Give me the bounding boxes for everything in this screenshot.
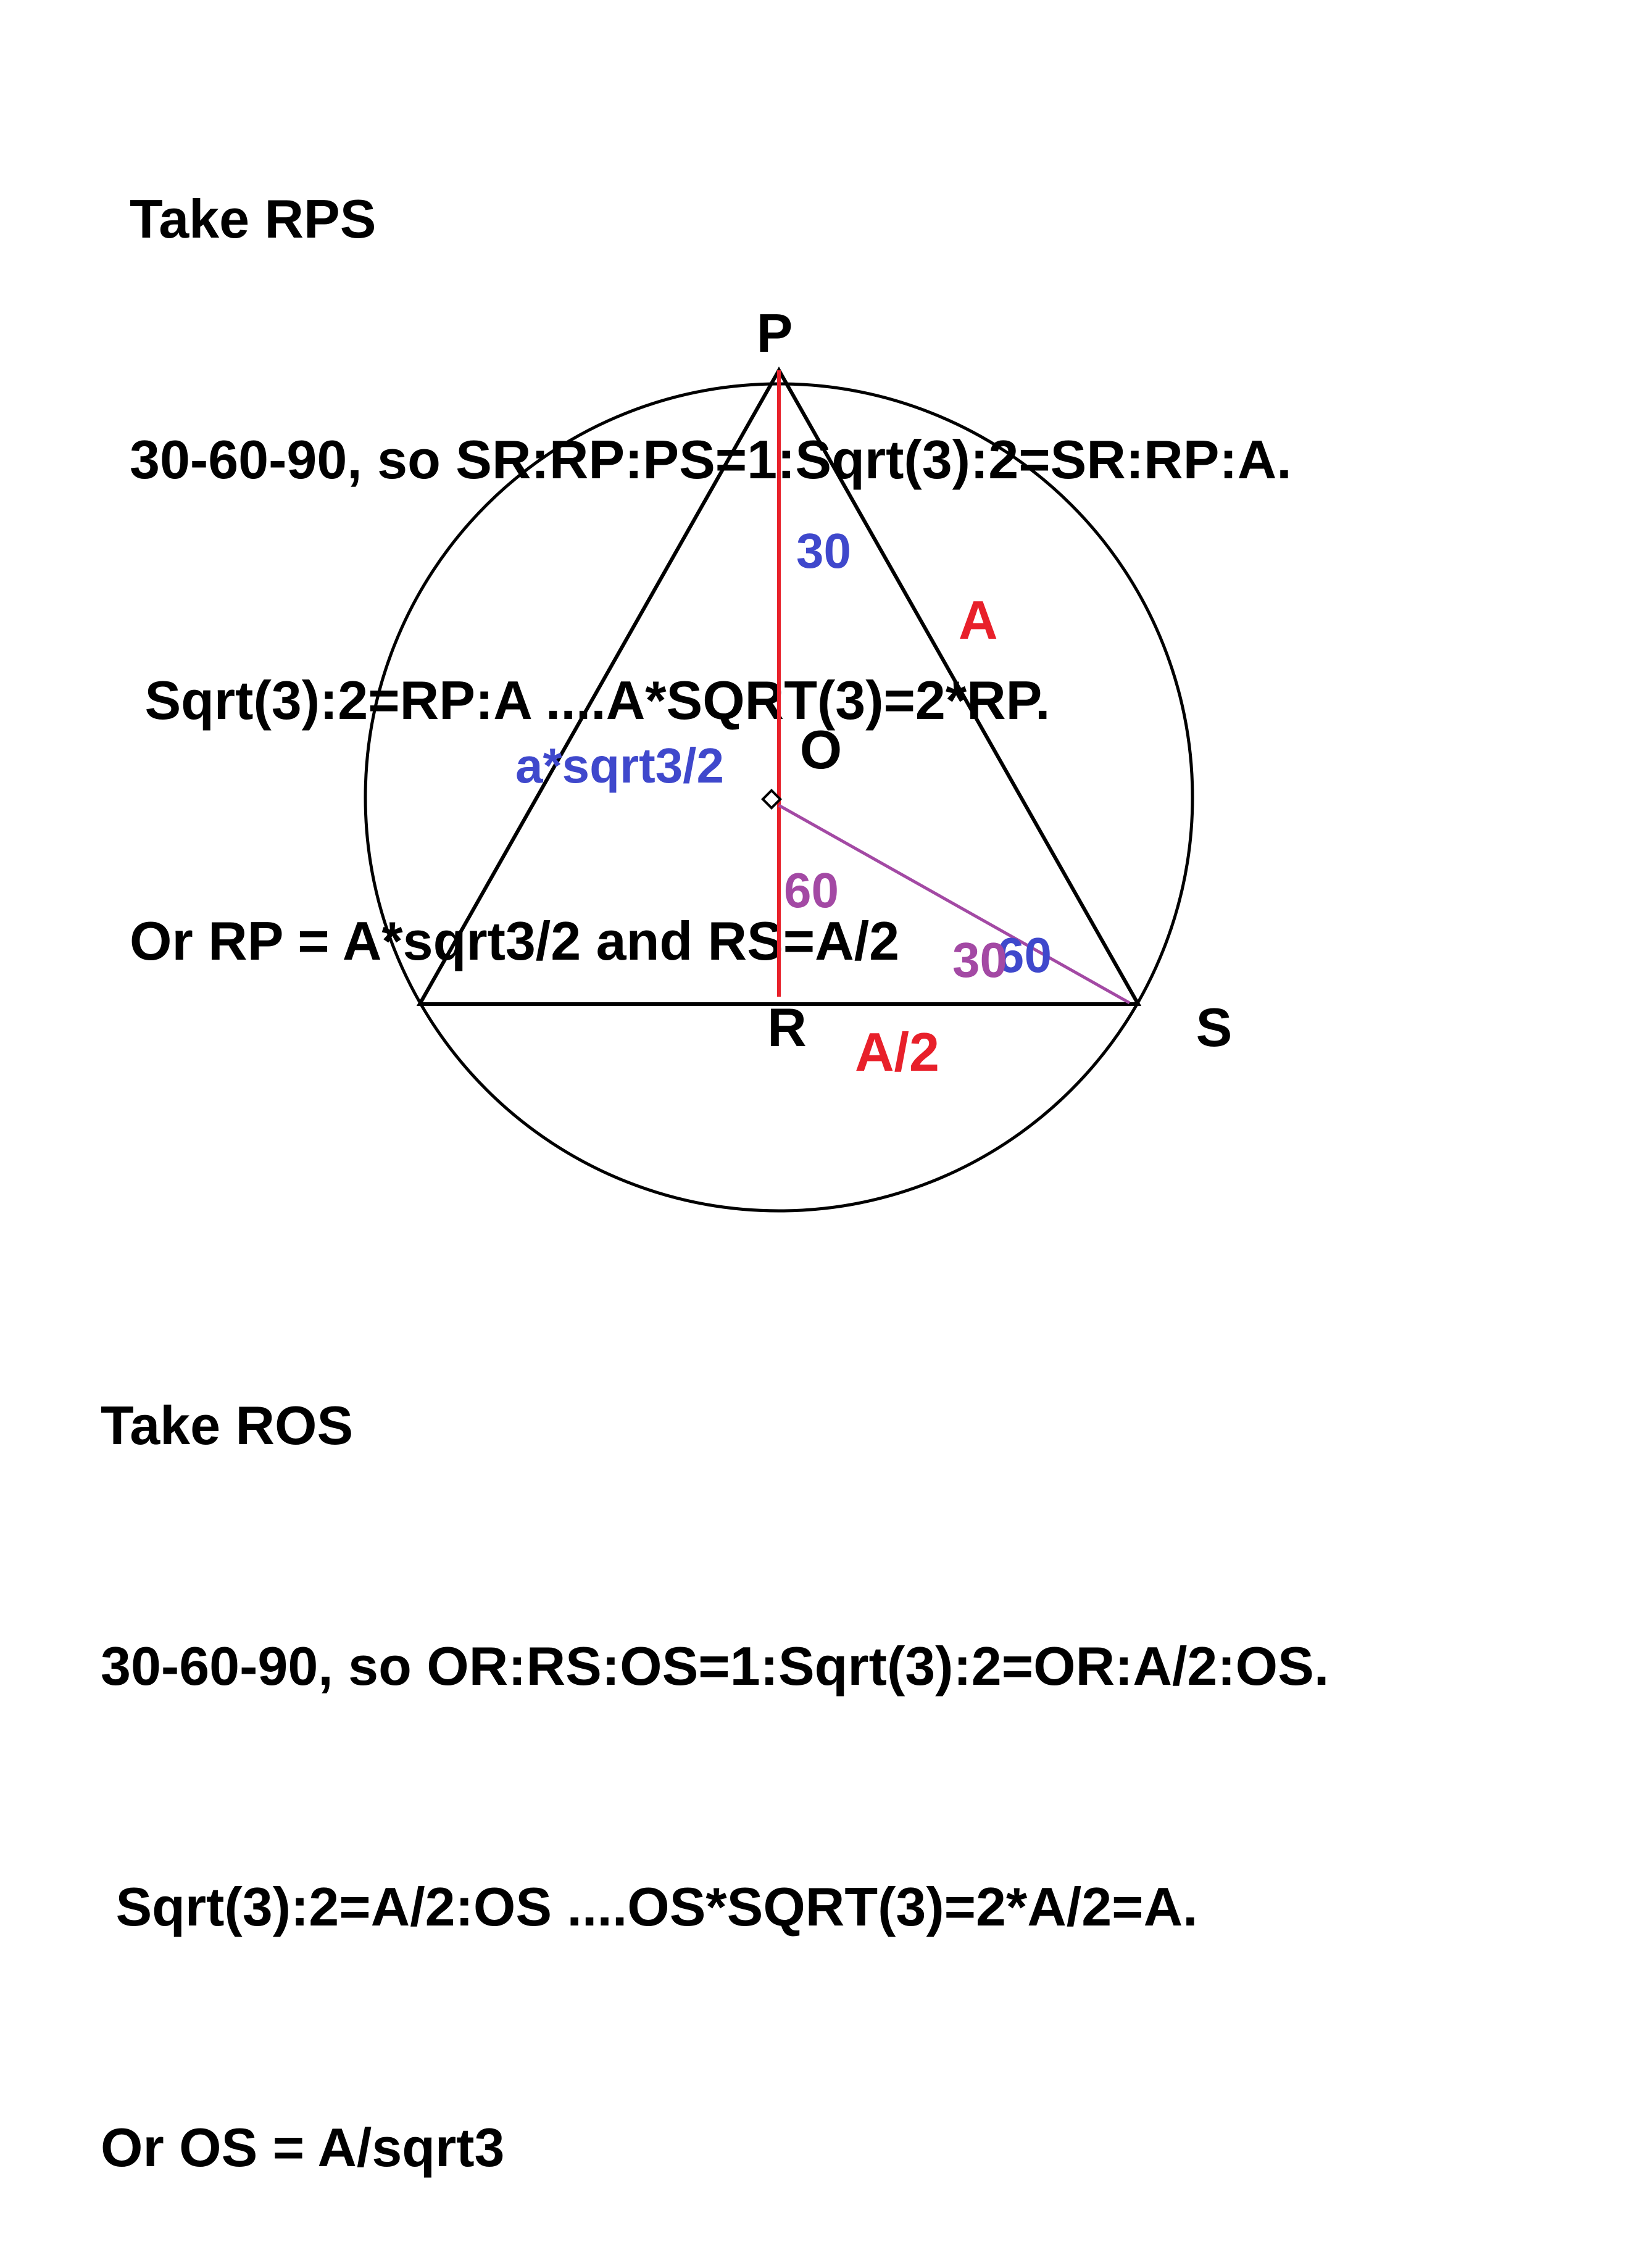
bottom-line-4: Or OS = A/sqrt3: [101, 2117, 505, 2178]
label-s: S: [1196, 997, 1233, 1058]
label-side-a: A: [959, 589, 998, 650]
label-r: R: [767, 997, 807, 1058]
label-angle-lower-60: 60: [784, 863, 839, 918]
top-explanation: Take RPS 30-60-90, so SR:RP:PS=1:Sqrt(3)…: [130, 19, 1292, 1061]
label-angle-s-60: 60: [997, 928, 1052, 982]
top-line-2: 30-60-90, so SR:RP:PS=1:Sqrt(3):2=SR:RP:…: [130, 429, 1292, 490]
bottom-line-2: 30-60-90, so OR:RS:OS=1:Sqrt(3):2=OR:A/2…: [101, 1635, 1329, 1697]
label-altitude: a*sqrt3/2: [515, 738, 724, 793]
label-angle-s-30: 30: [952, 933, 1007, 987]
point-o-marker: [761, 789, 782, 810]
equilateral-triangle: [416, 366, 1142, 1006]
top-line-1: Take RPS: [130, 188, 377, 249]
geometry-diagram: P O R S 30 A a*sqrt3/2 60 60 30 A/2: [364, 302, 1233, 1213]
label-angle-top-30: 30: [796, 523, 851, 578]
bottom-explanation: Take ROS 30-60-90, so OR:RS:OS=1:Sqrt(3)…: [101, 1225, 1329, 2268]
bottom-line-1: Take ROS: [101, 1395, 354, 1456]
label-o: O: [800, 719, 842, 780]
label-half-side: A/2: [855, 1021, 939, 1082]
bottom-line-3: Sqrt(3):2=A/2:OS ....OS*SQRT(3)=2*A/2=A.: [101, 1876, 1198, 1937]
top-line-4: Or RP = A*sqrt3/2 and RS=A/2: [130, 910, 900, 971]
segment-os: [778, 804, 1131, 1005]
label-p: P: [757, 302, 793, 363]
